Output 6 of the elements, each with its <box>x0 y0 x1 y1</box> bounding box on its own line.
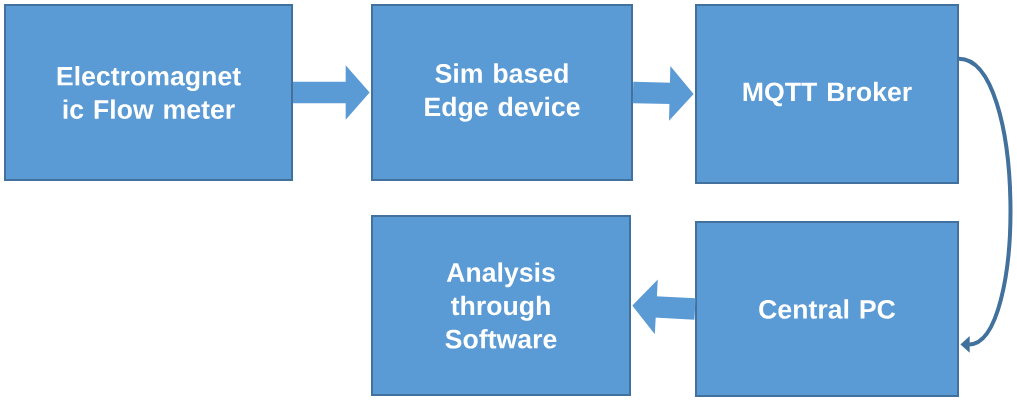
process-box: Analysis through Software <box>371 215 631 396</box>
process-box: MQTT Broker <box>695 4 959 184</box>
arrow <box>958 56 1013 353</box>
process-box: Sim based Edge device <box>371 4 633 181</box>
process-box: Electromagnet ic Flow meter <box>4 4 293 181</box>
process-box: Central PC <box>695 221 959 397</box>
